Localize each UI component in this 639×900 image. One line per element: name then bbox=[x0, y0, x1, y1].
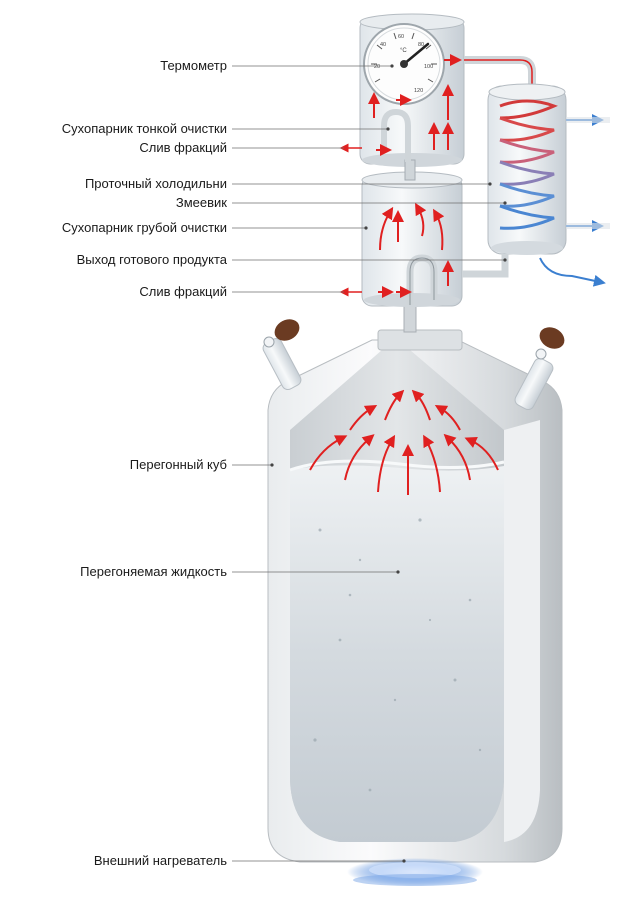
gauge-unit: °C bbox=[400, 48, 407, 54]
gauge-tick-20: 20 bbox=[374, 64, 380, 70]
coarse-dryer-arrows bbox=[378, 202, 454, 298]
leader-dots bbox=[270, 64, 507, 863]
leader-lines bbox=[232, 65, 505, 862]
label-heater: Внешний нагреватель bbox=[93, 853, 227, 868]
label-still: Перегонный куб bbox=[129, 457, 227, 472]
liquid-surface bbox=[289, 459, 505, 472]
gauge-tick-40: 40 bbox=[380, 42, 386, 48]
vapor-pipe-flow bbox=[464, 59, 533, 88]
liquid-bubbles bbox=[313, 518, 482, 792]
drain-arrows bbox=[339, 143, 362, 297]
label-thermometer: Термометр bbox=[160, 58, 227, 73]
label-coil: Змеевик bbox=[175, 195, 227, 210]
left-plug bbox=[262, 319, 302, 391]
thermometer-gauge bbox=[363, 23, 445, 105]
label-drain-bottom: Слив фракций bbox=[139, 284, 227, 299]
gauge-tick-60: 60 bbox=[398, 34, 404, 40]
label-liquid: Перегоняемая жидкость bbox=[80, 564, 227, 579]
label-fine-dryer: Сухопарник тонкой очистки bbox=[61, 121, 227, 136]
liquid-body bbox=[290, 465, 504, 842]
gauge-tick-120: 120 bbox=[414, 88, 423, 94]
right-plug bbox=[514, 327, 565, 411]
heater-flame bbox=[347, 858, 483, 886]
gauge-tick-80: 80 bbox=[418, 42, 424, 48]
product-pipe bbox=[462, 254, 509, 278]
coil bbox=[499, 99, 558, 230]
still-neck bbox=[377, 329, 463, 351]
label-coarse-dryer: Сухопарник грубой очистки bbox=[61, 220, 227, 235]
label-product-outlet: Выход готового продукта bbox=[76, 252, 227, 267]
gauge-tick-100: 100 bbox=[424, 64, 433, 70]
coarse-dryer bbox=[361, 171, 463, 307]
label-flow-cooler: Проточный холодильни bbox=[84, 176, 227, 191]
fine-dryer-arrows bbox=[368, 54, 462, 156]
label-drain-top: Слив фракций bbox=[139, 140, 227, 155]
still-vapor-arrows bbox=[309, 389, 499, 495]
